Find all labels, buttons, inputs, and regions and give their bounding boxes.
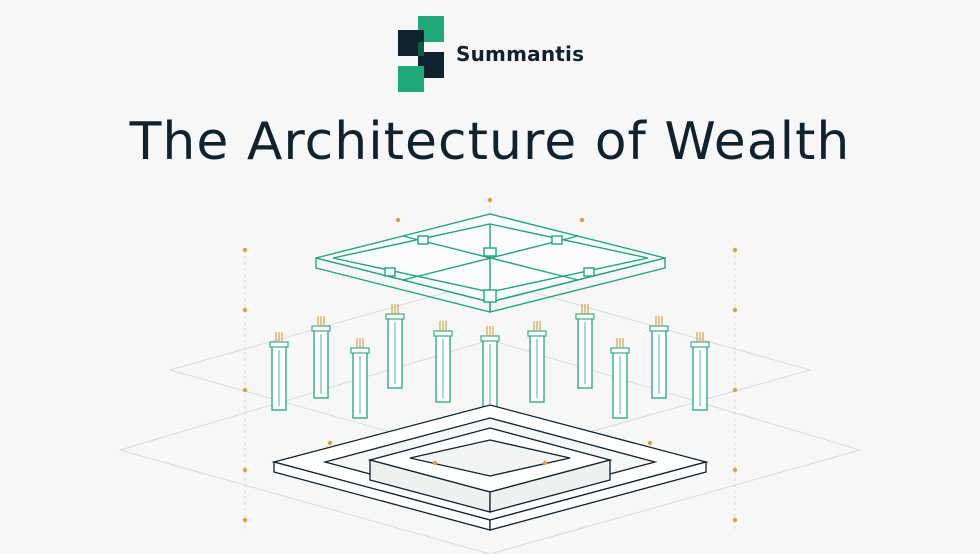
accent-dot [327, 440, 333, 446]
brand-name: Summantis [456, 42, 585, 66]
pillar [311, 316, 331, 399]
accent-dot [242, 517, 248, 523]
pillars [269, 304, 710, 419]
accent-dot [732, 307, 738, 313]
accent-dot [432, 460, 438, 466]
top-frame [315, 213, 666, 313]
accent-dot [732, 247, 738, 253]
accent-dot [395, 217, 401, 223]
accent-dot [242, 387, 248, 393]
accent-dot [242, 247, 248, 253]
architecture-illustration [119, 197, 861, 554]
accent-dot [242, 467, 248, 473]
pillar [527, 321, 547, 403]
pillar [350, 338, 370, 419]
accent-dot [732, 517, 738, 523]
accent-dots [242, 197, 738, 523]
page-title: The Architecture of Wealth [129, 112, 851, 172]
accent-dot [732, 387, 738, 393]
foundation [271, 404, 709, 531]
accent-dot [487, 197, 493, 203]
pillar [690, 332, 710, 411]
accent-dot [242, 307, 248, 313]
accent-dot [579, 217, 585, 223]
pillar [480, 326, 500, 409]
pillar [649, 316, 669, 399]
accent-dot [732, 467, 738, 473]
pillar [610, 338, 630, 419]
accent-dot [542, 460, 548, 466]
logo: Summantis [398, 16, 584, 92]
logo-mark-icon [398, 16, 444, 92]
pillar [433, 321, 453, 403]
accent-dot [647, 440, 653, 446]
pillar [269, 332, 289, 411]
pillar [575, 304, 595, 389]
pillar [385, 304, 405, 389]
